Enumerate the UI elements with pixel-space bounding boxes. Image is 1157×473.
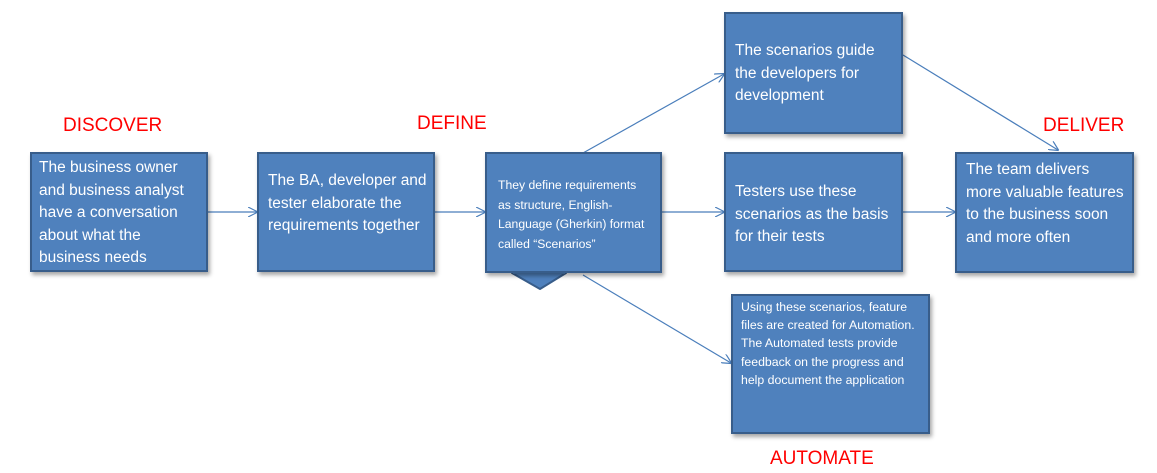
box-conversation: The business owner and business analyst … — [30, 152, 208, 272]
box-testers-text: Testers use these scenarios as the basis… — [735, 183, 889, 246]
arrow-define-to-guide — [582, 74, 724, 154]
box-guide-developers: The scenarios guide the developers for d… — [724, 12, 903, 134]
phase-label-deliver: DELIVER — [1043, 115, 1125, 136]
box-elaborate: The BA, developer and tester elaborate t… — [257, 152, 435, 272]
phase-label-discover: DISCOVER — [63, 115, 163, 136]
arrow-guide-to-deliver — [902, 54, 1058, 150]
box-elaborate-text: The BA, developer and tester elaborate t… — [268, 172, 427, 235]
box-automation-text: Using these scenarios, feature files are… — [741, 300, 915, 387]
box-define-requirements: They define requirements as structure, E… — [485, 152, 662, 273]
box-conversation-text: The business owner and business analyst … — [39, 159, 184, 267]
phase-label-automate: AUTOMATE — [770, 448, 874, 469]
box-testers: Testers use these scenarios as the basis… — [724, 152, 903, 272]
callout-pointer — [511, 272, 567, 290]
arrow-define-to-automation — [582, 274, 731, 363]
box-guide-developers-text: The scenarios guide the developers for d… — [735, 42, 875, 105]
box-define-requirements-text: They define requirements as structure, E… — [498, 178, 645, 251]
box-deliver: The team delivers more valuable features… — [955, 152, 1134, 273]
phase-label-define: DEFINE — [417, 113, 487, 134]
box-automation: Using these scenarios, feature files are… — [731, 294, 930, 434]
box-deliver-text: The team delivers more valuable features… — [966, 161, 1124, 246]
